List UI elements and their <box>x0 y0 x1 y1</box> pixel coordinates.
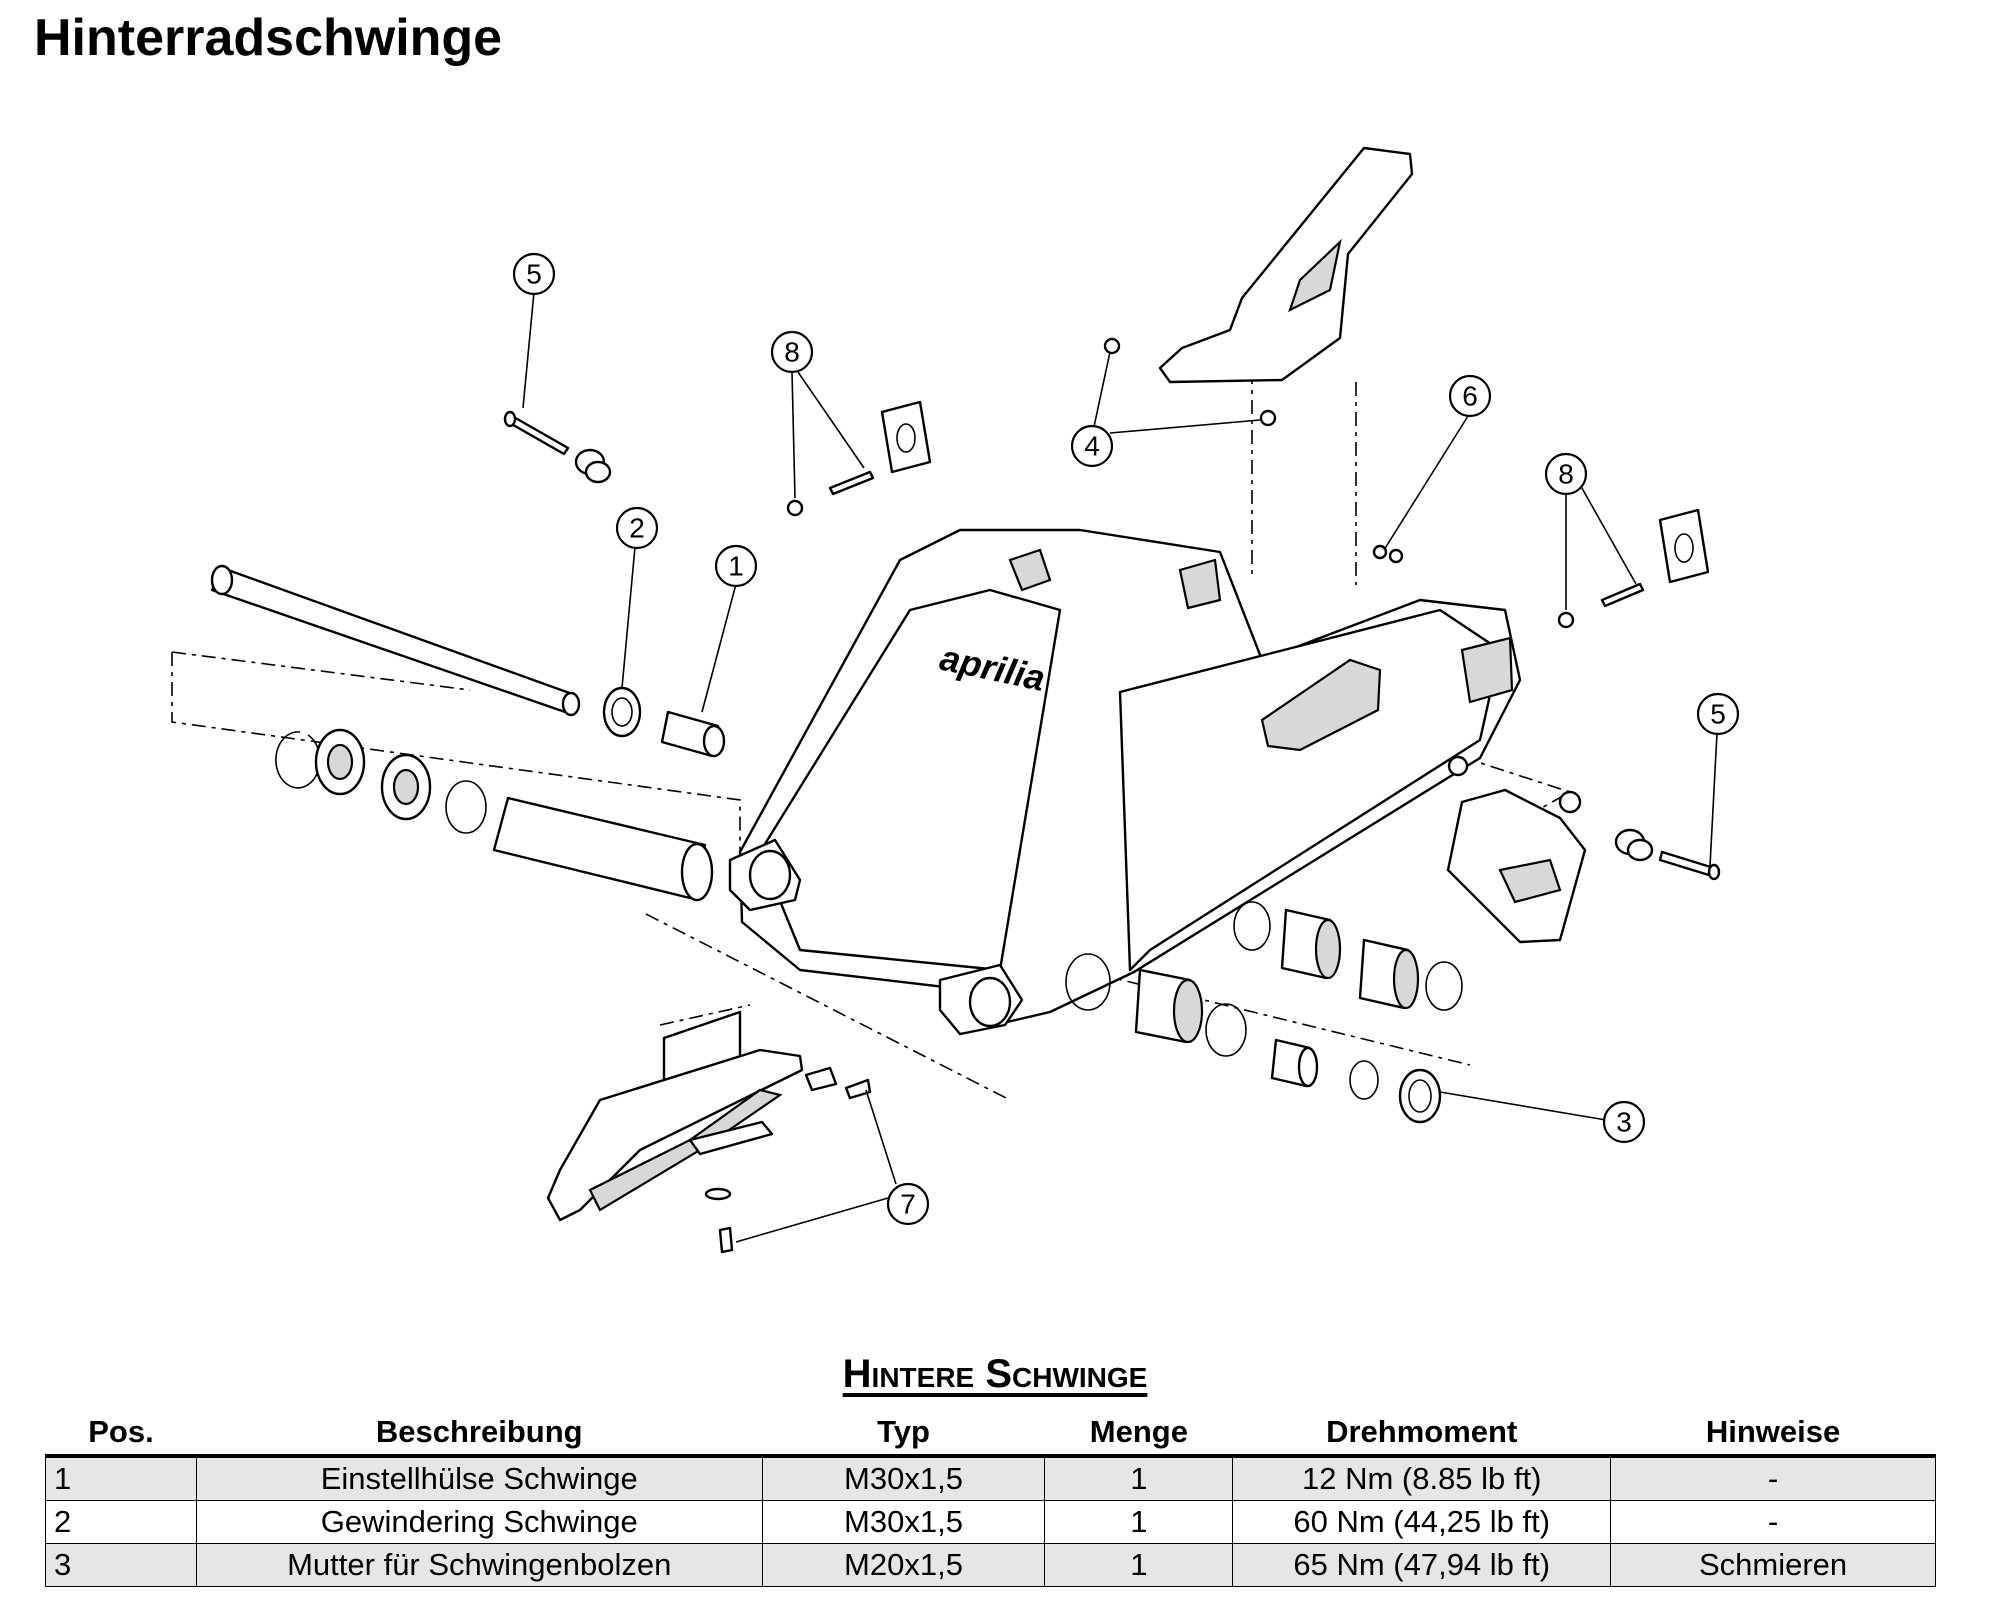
table-heading: Hintere Schwinge <box>842 1352 1148 1396</box>
table-row: 1 Einstellhülse Schwinge M30x1,5 1 12 Nm… <box>45 1455 1936 1501</box>
spacer-tube <box>492 796 714 902</box>
chain-adjuster-bracket <box>1446 788 1587 944</box>
cell-notes: Schmieren <box>1610 1543 1936 1587</box>
cell-torque: 65 Nm (47,94 lb ft) <box>1232 1543 1612 1587</box>
page-title: Hinterradschwinge <box>34 9 503 67</box>
callout-8-right: 8 <box>1544 452 1588 496</box>
chain-guard-upper <box>1103 146 1414 427</box>
cell-torque: 60 Nm (44,25 lb ft) <box>1232 1500 1612 1544</box>
cell-pos: 1 <box>45 1455 197 1501</box>
cell-type: M30x1,5 <box>761 1455 1046 1501</box>
table-header-row: Pos. Beschreibung Typ Menge Drehmoment H… <box>45 1412 1936 1458</box>
svg-text:3: 3 <box>1616 1107 1632 1138</box>
column-header-pos: Pos. <box>45 1412 197 1458</box>
callout-8-left: 8 <box>770 330 814 374</box>
svg-text:2: 2 <box>629 513 645 544</box>
chain-slider-block-left <box>786 400 932 517</box>
cell-description: Einstellhülse Schwinge <box>195 1455 763 1501</box>
callout-1: 1 <box>714 544 758 588</box>
callout-5-left: 5 <box>512 252 556 296</box>
callout-5-right: 5 <box>1696 692 1740 736</box>
cell-notes: - <box>1610 1500 1936 1544</box>
bolt-left <box>503 410 612 484</box>
swingarm-axle <box>210 564 581 717</box>
column-header-torque: Drehmoment <box>1232 1412 1611 1458</box>
svg-text:8: 8 <box>784 337 800 368</box>
svg-text:5: 5 <box>526 259 542 290</box>
svg-text:5: 5 <box>1710 699 1726 730</box>
table-row: 2 Gewindering Schwinge M30x1,5 1 60 Nm (… <box>45 1500 1936 1544</box>
cell-pos: 2 <box>45 1500 197 1544</box>
svg-text:8: 8 <box>1558 459 1574 490</box>
table-row: 3 Mutter für Schwingenbolzen M20x1,5 1 6… <box>45 1543 1936 1587</box>
callout-6: 6 <box>1448 374 1492 418</box>
callout-4: 4 <box>1070 424 1114 468</box>
swingarm-body: aprilia <box>728 528 1522 1036</box>
cell-pos: 3 <box>45 1543 197 1587</box>
chain-slider-lower <box>546 1010 872 1254</box>
svg-text:6: 6 <box>1462 381 1478 412</box>
cell-notes: - <box>1610 1455 1936 1501</box>
cell-type: M20x1,5 <box>761 1543 1046 1587</box>
callout-3: 3 <box>1602 1100 1646 1144</box>
cell-torque: 12 Nm (8.85 lb ft) <box>1232 1455 1612 1501</box>
column-header-quantity: Menge <box>1044 1412 1233 1458</box>
cell-quantity: 1 <box>1044 1543 1234 1587</box>
exploded-parts-diagram: aprilia <box>171 146 1740 1254</box>
column-header-description: Beschreibung <box>196 1412 763 1458</box>
threaded-ring-part <box>602 686 642 738</box>
cell-type: M30x1,5 <box>761 1500 1046 1544</box>
column-header-notes: Hinweise <box>1610 1412 1936 1458</box>
bearing-stack-right <box>1065 901 1463 1124</box>
small-bolt-6 <box>1372 544 1404 564</box>
column-header-type: Typ <box>762 1412 1045 1458</box>
svg-text:4: 4 <box>1084 431 1100 462</box>
cell-quantity: 1 <box>1044 1455 1234 1501</box>
leader-lines <box>522 291 1719 1243</box>
svg-text:1: 1 <box>728 551 744 582</box>
bolt-right <box>1614 828 1721 881</box>
adjuster-sleeve-part <box>660 710 726 758</box>
callout-2: 2 <box>615 506 659 550</box>
cell-quantity: 1 <box>1044 1500 1234 1544</box>
callout-7: 7 <box>886 1182 930 1226</box>
cell-description: Gewindering Schwinge <box>195 1500 763 1544</box>
parts-table: Pos. Beschreibung Typ Menge Drehmoment H… <box>45 1412 1936 1587</box>
svg-text:7: 7 <box>900 1189 916 1220</box>
bearing-stack-left <box>275 728 487 834</box>
chain-slider-block-right <box>1557 508 1710 629</box>
cell-description: Mutter für Schwingenbolzen <box>195 1543 763 1587</box>
